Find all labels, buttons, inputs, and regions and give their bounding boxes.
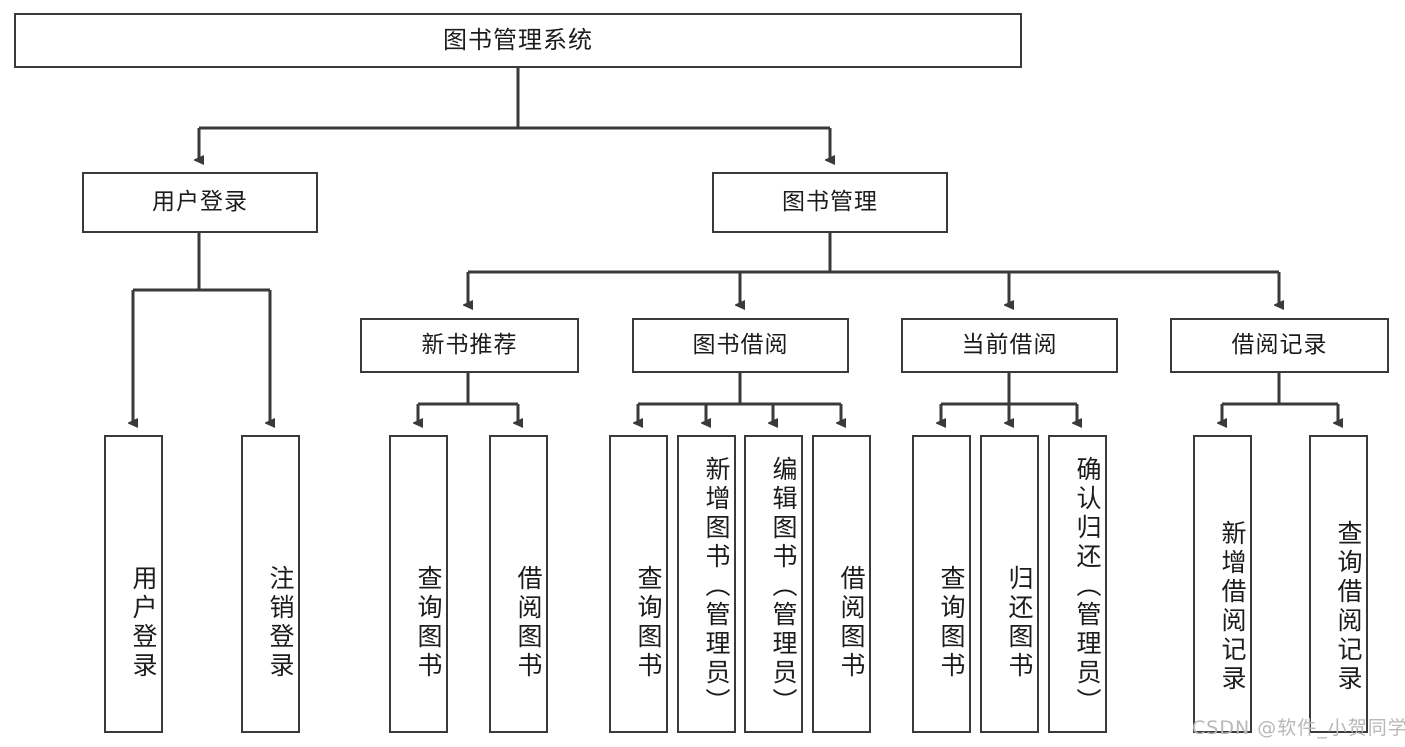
node-leaf-confirm-return-label: 确认归还（管理员） (1073, 455, 1102, 717)
node-leaf-borrow-book-recommend[interactable]: 借阅图书 (489, 435, 548, 733)
node-leaf-query-book-current[interactable]: 查询图书 (912, 435, 971, 733)
node-book-borrow-label: 图书借阅 (692, 331, 789, 358)
node-leaf-add-borrow-record-label: 新增借阅记录 (1218, 520, 1247, 694)
node-leaf-borrow-book-label: 借阅图书 (837, 565, 866, 681)
node-leaf-query-borrow-record-label: 查询借阅记录 (1334, 520, 1363, 694)
node-root-book-management-system[interactable]: 图书管理系统 (14, 13, 1022, 68)
node-leaf-add-book-label: 新增图书（管理员） (702, 455, 731, 717)
node-leaf-logout[interactable]: 注销登录 (241, 435, 300, 733)
node-user-login[interactable]: 用户登录 (82, 172, 318, 233)
csdn-watermark: CSDN @软件_小贺同学 (1192, 717, 1405, 739)
node-new-book-recommend[interactable]: 新书推荐 (360, 318, 579, 373)
node-book-borrow[interactable]: 图书借阅 (632, 318, 849, 373)
node-leaf-user-login-label: 用户登录 (129, 565, 158, 681)
node-leaf-add-book[interactable]: 新增图书（管理员） (677, 435, 736, 733)
node-current-borrow-label: 当前借阅 (961, 331, 1058, 358)
node-borrow-record[interactable]: 借阅记录 (1170, 318, 1389, 373)
node-leaf-query-book-borrow[interactable]: 查询图书 (609, 435, 668, 733)
node-leaf-query-book-borrow-label: 查询图书 (634, 565, 663, 681)
node-leaf-edit-book-label: 编辑图书（管理员） (769, 455, 798, 717)
node-current-borrow[interactable]: 当前借阅 (901, 318, 1118, 373)
node-new-book-recommend-label: 新书推荐 (421, 331, 518, 358)
node-book-manage-label: 图书管理 (782, 188, 878, 215)
node-leaf-edit-book[interactable]: 编辑图书（管理员） (744, 435, 803, 733)
node-book-manage[interactable]: 图书管理 (712, 172, 948, 233)
node-leaf-query-borrow-record[interactable]: 查询借阅记录 (1309, 435, 1368, 733)
node-leaf-query-book-recommend[interactable]: 查询图书 (389, 435, 448, 733)
node-leaf-query-book-recommend-label: 查询图书 (414, 565, 443, 681)
node-leaf-query-book-current-label: 查询图书 (937, 565, 966, 681)
node-leaf-borrow-book[interactable]: 借阅图书 (812, 435, 871, 733)
node-leaf-user-login[interactable]: 用户登录 (104, 435, 163, 733)
node-leaf-confirm-return[interactable]: 确认归还（管理员） (1048, 435, 1107, 733)
node-user-login-label: 用户登录 (152, 188, 248, 215)
node-root-label: 图书管理系统 (443, 26, 593, 55)
node-borrow-record-label: 借阅记录 (1231, 331, 1328, 358)
node-leaf-return-book-label: 归还图书 (1005, 565, 1034, 681)
node-leaf-return-book[interactable]: 归还图书 (980, 435, 1039, 733)
node-leaf-add-borrow-record[interactable]: 新增借阅记录 (1193, 435, 1252, 733)
node-leaf-logout-label: 注销登录 (266, 565, 295, 681)
node-leaf-borrow-book-recommend-label: 借阅图书 (514, 565, 543, 681)
